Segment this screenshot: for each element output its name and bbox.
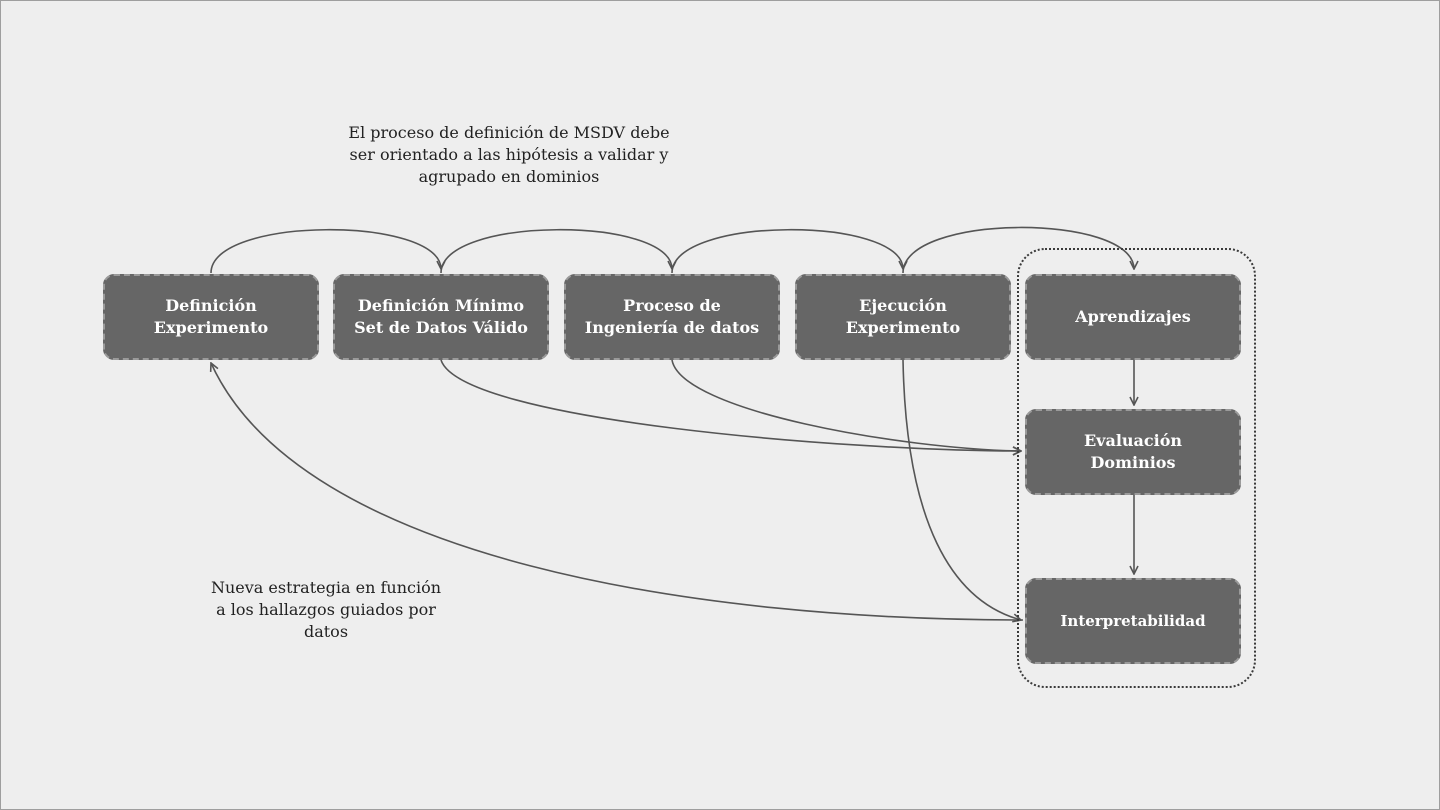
node-definicion-msdv[interactable]: Definición Mínimo Set de Datos Válido (333, 274, 549, 360)
node-ingenieria-datos[interactable]: Proceso de Ingeniería de datos (564, 274, 780, 360)
note-new-strategy: Nueva estrategia en función a los hallaz… (210, 578, 442, 641)
node-evaluacion-dominios[interactable]: Evaluación Dominios (1025, 409, 1241, 495)
edge-msdv-to-evaluacion (440, 359, 1021, 451)
edge-msdv-to-ingenieria (440, 228, 672, 274)
edge-experimento-to-msdv (210, 228, 441, 274)
edge-ejecucion-to-interpretabilidad (902, 359, 1021, 620)
edge-ingenieria-to-evaluacion (671, 359, 1021, 451)
node-definicion-experimento[interactable]: Definición Experimento (103, 274, 319, 360)
node-interpretabilidad[interactable]: Interpretabilidad (1025, 578, 1241, 664)
edge-ingenieria-to-ejecucion (671, 228, 903, 274)
node-aprendizajes[interactable]: Aprendizajes (1025, 274, 1241, 360)
node-ejecucion-experimento[interactable]: Ejecución Experimento (795, 274, 1011, 360)
edge-interpretabilidad-to-experimento (211, 363, 1024, 621)
results-group-box (1017, 248, 1256, 688)
note-msdv-definition: El proceso de definición de MSDV debe se… (348, 123, 670, 186)
